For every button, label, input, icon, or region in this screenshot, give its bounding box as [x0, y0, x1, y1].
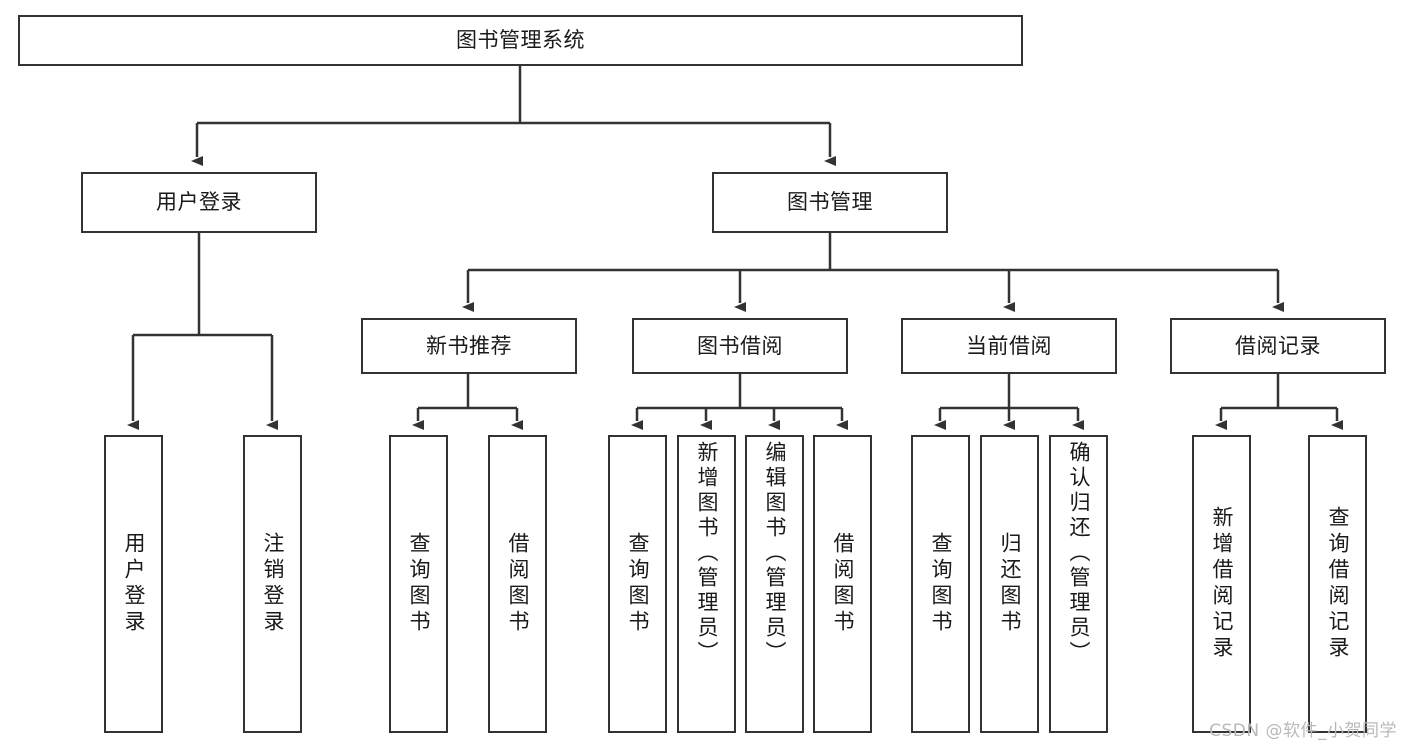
node-current-borrow[interactable]: 当前借阅 [901, 318, 1117, 374]
leaf-book-borrow-borrow[interactable]: 借阅图书 [813, 435, 872, 733]
leaf-new-book-query-label: 查询图书 [407, 532, 431, 636]
leaf-current-borrow-confirm[interactable]: 确认归还（管理员） [1049, 435, 1108, 733]
node-user-login-label: 用户登录 [156, 190, 242, 215]
leaf-user-login-signin-label: 用户登录 [122, 532, 146, 636]
leaf-new-book-query[interactable]: 查询图书 [389, 435, 448, 733]
leaf-current-borrow-query-label: 查询图书 [929, 532, 953, 636]
leaf-borrow-record-add-label: 新增借阅记录 [1210, 506, 1234, 662]
leaf-current-borrow-confirm-label: 确认归还（管理员） [1067, 441, 1091, 666]
leaf-user-login-signout-label: 注销登录 [261, 532, 285, 636]
node-new-book-recommend-label: 新书推荐 [426, 333, 512, 358]
leaf-book-borrow-add[interactable]: 新增图书（管理员） [677, 435, 736, 733]
leaf-new-book-borrow-label: 借阅图书 [506, 532, 530, 636]
leaf-borrow-record-add[interactable]: 新增借阅记录 [1192, 435, 1251, 733]
leaf-new-book-borrow[interactable]: 借阅图书 [488, 435, 547, 733]
leaf-current-borrow-return[interactable]: 归还图书 [980, 435, 1039, 733]
leaf-book-borrow-query[interactable]: 查询图书 [608, 435, 667, 733]
leaf-book-borrow-borrow-label: 借阅图书 [831, 532, 855, 636]
csdn-watermark: CSDN @软件_小贺同学 [1209, 721, 1397, 741]
leaf-current-borrow-return-label: 归还图书 [998, 532, 1022, 636]
leaf-borrow-record-query-label: 查询借阅记录 [1326, 506, 1350, 662]
node-new-book-recommend[interactable]: 新书推荐 [361, 318, 577, 374]
leaf-current-borrow-query[interactable]: 查询图书 [911, 435, 970, 733]
leaf-borrow-record-query[interactable]: 查询借阅记录 [1308, 435, 1367, 733]
leaf-book-borrow-add-label: 新增图书（管理员） [695, 441, 719, 666]
node-book-borrow[interactable]: 图书借阅 [632, 318, 848, 374]
leaf-user-login-signout[interactable]: 注销登录 [243, 435, 302, 733]
node-book-management[interactable]: 图书管理 [712, 172, 948, 233]
node-book-management-label: 图书管理 [787, 190, 873, 215]
node-root-label: 图书管理系统 [456, 28, 585, 53]
node-book-borrow-label: 图书借阅 [697, 333, 783, 358]
node-root[interactable]: 图书管理系统 [18, 15, 1023, 66]
node-borrow-record[interactable]: 借阅记录 [1170, 318, 1386, 374]
leaf-book-borrow-query-label: 查询图书 [626, 532, 650, 636]
node-user-login[interactable]: 用户登录 [81, 172, 317, 233]
node-current-borrow-label: 当前借阅 [966, 333, 1052, 358]
leaf-book-borrow-edit[interactable]: 编辑图书（管理员） [745, 435, 804, 733]
leaf-book-borrow-edit-label: 编辑图书（管理员） [763, 441, 787, 666]
node-borrow-record-label: 借阅记录 [1235, 333, 1321, 358]
leaf-user-login-signin[interactable]: 用户登录 [104, 435, 163, 733]
